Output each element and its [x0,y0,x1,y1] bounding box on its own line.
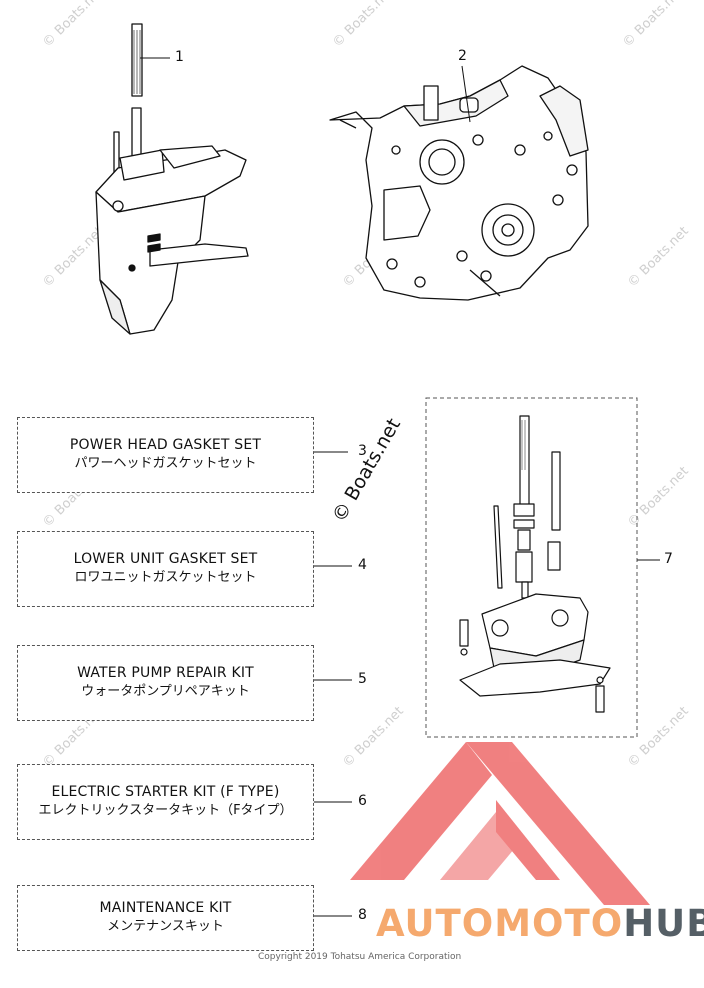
copyright-notice: Copyright 2019 Tohatsu America Corporati… [258,952,462,962]
kit-box-power-head-gasket: POWER HEAD GASKET SET パワーヘッドガスケットセット [17,417,314,493]
kit-box-lower-unit-gasket: LOWER UNIT GASKET SET ロワユニットガスケットセット [17,531,314,607]
kit-name-jp: メンテナンスキット [107,919,224,934]
brand-wordmark: AUTOMOTOHUB [376,902,704,945]
kit-name-en: WATER PUMP REPAIR KIT [77,665,254,681]
water-pump-assembly-illustration [459,415,611,713]
lower-unit-illustration [95,23,249,335]
brand-part-b: HUB [623,902,704,945]
callout-6: 6 [358,793,367,809]
callout-7: 7 [664,551,673,567]
kit-name-jp: パワーヘッドガスケットセット [74,456,257,471]
kit-name-jp: ロワユニットガスケットセット [74,570,257,585]
kit-box-water-pump-repair: WATER PUMP REPAIR KIT ウォータポンプリペアキット [17,645,314,721]
kit-name-en: MAINTENANCE KIT [99,900,232,916]
kit-name-en: POWER HEAD GASKET SET [69,437,262,453]
kit-box-maintenance: MAINTENANCE KIT メンテナンスキット [17,885,314,951]
leader-line-2 [461,65,471,123]
callout-8: 8 [358,907,367,923]
kit-box-electric-starter: ELECTRIC STARTER KIT (F TYPE) エレクトリックスター… [17,764,314,840]
callout-3: 3 [358,443,367,459]
kit-name-en: ELECTRIC STARTER KIT (F TYPE) [51,784,280,800]
callout-5: 5 [358,671,367,687]
callout-2: 2 [458,48,467,64]
kit-name-jp: エレクトリックスタータキット（Fタイプ） [38,803,293,818]
callout-4: 4 [358,557,367,573]
kit-name-en: LOWER UNIT GASKET SET [73,551,258,567]
brand-part-a: AUTOMOTO [376,902,624,945]
callout-1: 1 [175,49,184,65]
power-head-illustration [329,65,589,301]
brand-logo-mark [350,742,650,905]
kit-7-frame [425,397,638,738]
kit-name-jp: ウォータポンプリペアキット [81,684,250,699]
